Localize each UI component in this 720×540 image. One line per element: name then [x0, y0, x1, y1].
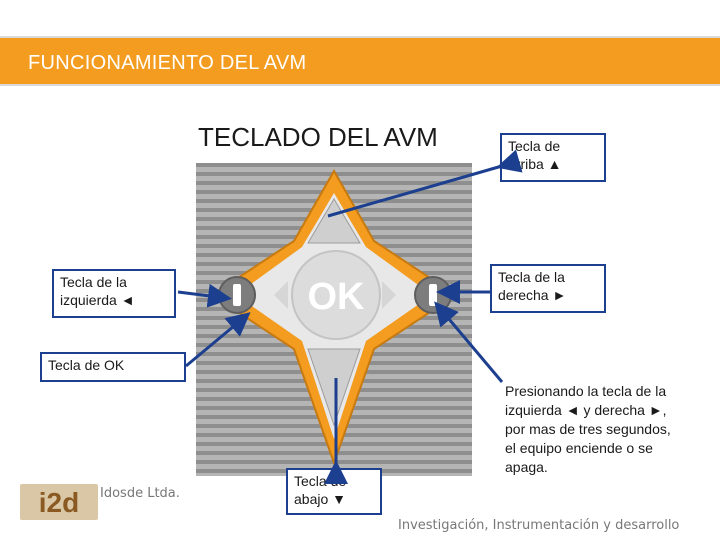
- power-note-line5: apaga.: [505, 459, 548, 475]
- ok-key-label: OK: [308, 276, 366, 318]
- label-up-line2: arriba ▲: [508, 156, 562, 172]
- label-up-key: Tecla de arriba ▲: [500, 133, 606, 182]
- power-note-line2: izquierda ◄ y derecha ►,: [505, 402, 667, 418]
- page-title: FUNCIONAMIENTO DEL AVM: [28, 52, 307, 74]
- label-down-key: Tecla de abajo ▼: [286, 468, 382, 515]
- left-arrow-icon: [274, 281, 288, 309]
- keypad-title: TECLADO DEL AVM: [198, 122, 438, 152]
- label-ok-key-name: OK: [104, 357, 125, 373]
- avm-keypad-image: OK: [196, 163, 472, 476]
- company-logo: i2d: [20, 484, 98, 520]
- right-arrow-icon: [382, 281, 396, 309]
- label-left-line1: Tecla de la: [60, 274, 127, 290]
- right-key-mark-icon: [429, 284, 437, 306]
- header-bar: FUNCIONAMIENTO DEL AVM: [0, 36, 720, 86]
- left-key-mark-icon: [233, 284, 241, 306]
- label-down-line1: Tecla de: [294, 473, 347, 489]
- label-right-line1: Tecla de la: [498, 269, 565, 285]
- down-key[interactable]: [307, 348, 361, 427]
- ok-key[interactable]: [291, 250, 381, 340]
- label-up-line1: Tecla de: [508, 138, 561, 154]
- power-note-line1: Presionando la tecla de la: [505, 383, 667, 399]
- label-ok-key: Tecla de OK: [40, 352, 186, 382]
- label-left-key: Tecla de la izquierda ◄: [52, 269, 176, 318]
- footer-company-name: Idosde Ltda.: [100, 486, 180, 501]
- footer-tagline: Investigación, Instrumentación y desarro…: [398, 518, 680, 533]
- label-right-key: Tecla de la derecha ►: [490, 264, 606, 313]
- power-note: Presionando la tecla de la izquierda ◄ y…: [505, 382, 700, 477]
- power-note-line3: por mas de tres segundos,: [505, 421, 671, 437]
- label-left-line2: izquierda ◄: [60, 292, 135, 308]
- up-key[interactable]: [307, 198, 361, 244]
- svg-text:i2d: i2d: [39, 487, 79, 518]
- label-down-line2: abajo ▼: [294, 491, 347, 507]
- label-right-line2: derecha ►: [498, 287, 567, 303]
- label-ok-prefix: Tecla de: [48, 357, 105, 373]
- power-note-line4: el equipo enciende o se: [505, 440, 653, 456]
